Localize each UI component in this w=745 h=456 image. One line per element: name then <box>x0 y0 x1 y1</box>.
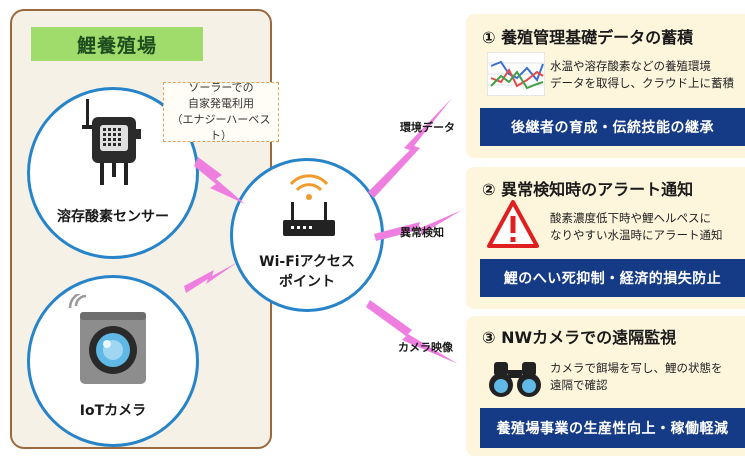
card-3-title: ③ NWカメラでの遠隔監視 <box>482 328 677 347</box>
card-2-desc-2: なりやすい水温時にアラート通知 <box>550 228 723 242</box>
warning-icon <box>487 200 539 248</box>
card-3-desc-2: 遠隔で確認 <box>550 378 608 392</box>
line-chart-icon <box>487 52 545 96</box>
oxygen-sensor-icon <box>82 99 141 185</box>
link-label-anomaly: 異常検知 <box>400 226 444 239</box>
card-3-bar: 養殖場事業の生産性向上・稼働軽減 <box>480 408 745 448</box>
camera-label: IoTカメラ <box>79 403 147 419</box>
card-3-desc-1: カメラで餌場を写し、鯉の状態を <box>550 361 723 375</box>
iot-camera-icon <box>68 294 146 384</box>
callout-line-2: 自家発電利用 <box>188 97 254 110</box>
solar-callout: ソーラーでの 自家発電利用 （エナジーハーベスト） <box>163 81 279 142</box>
link-label-camera: カメラ映像 <box>398 341 453 354</box>
wifi-router-icon <box>283 174 335 236</box>
hub-label-line-1: Wi-Fiアクセス <box>259 254 355 270</box>
link-label-environment: 環境データ <box>400 121 455 134</box>
card-1-desc-2: データを取得し、クラウド上に蓄積 <box>550 76 734 90</box>
card-1-title: ① 養殖管理基礎データの蓄積 <box>482 28 694 47</box>
callout-line-3: （エナジーハーベスト） <box>171 113 271 142</box>
card-1-desc-1: 水温や溶存酸素などの養殖環境 <box>550 59 711 73</box>
card-2-title: ② 異常検知時のアラート通知 <box>482 180 694 199</box>
card-1-bar: 後継者の育成・伝統技能の継承 <box>480 108 745 146</box>
callout-line-1: ソーラーでの <box>188 81 254 94</box>
card-2-bar: 鯉のへい死抑制・経済的損失防止 <box>480 259 745 297</box>
sensor-label: 溶存酸素センサー <box>57 209 169 225</box>
hub-label-line-2: ポイント <box>279 274 335 290</box>
card-2-desc-1: 酸素濃度低下時や鯉ヘルペスに <box>550 211 711 225</box>
binoculars-icon <box>489 362 541 397</box>
farm-title: 鯉養殖場 <box>31 27 203 61</box>
